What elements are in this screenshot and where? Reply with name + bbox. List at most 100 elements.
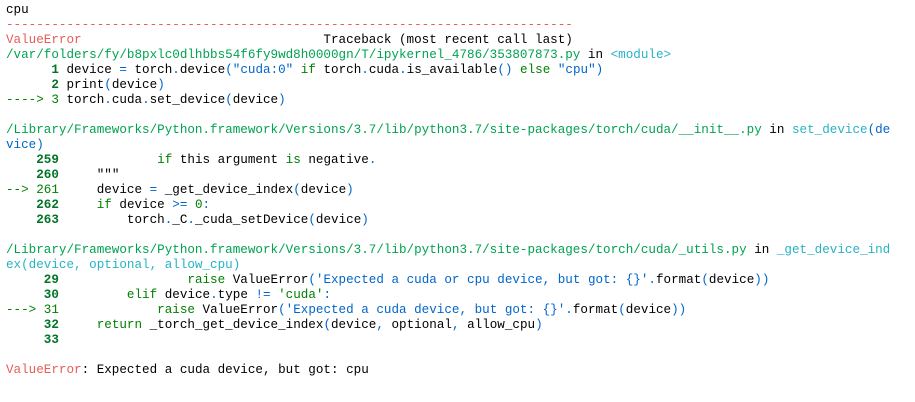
code-token: ValueError bbox=[6, 363, 82, 377]
traceback-line: 30 elif device.type != 'cuda': bbox=[6, 288, 890, 303]
code-token: negative bbox=[300, 153, 369, 167]
code-token: device bbox=[232, 93, 279, 107]
code-token: type bbox=[217, 288, 256, 302]
code-token: ( bbox=[701, 273, 709, 287]
code-token: this argument bbox=[172, 153, 286, 167]
code-token: ('Expected a cuda device, but got: {}'. bbox=[278, 303, 573, 317]
code-token: device bbox=[66, 183, 150, 197]
traceback-line: /var/folders/fy/b8pxlc0dlhbbs54f6fy9wd8h… bbox=[6, 48, 890, 63]
code-token: device bbox=[179, 63, 226, 77]
code-token: if bbox=[66, 153, 173, 167]
code-token: ---> 31 bbox=[6, 303, 67, 317]
traceback-line: ----------------------------------------… bbox=[6, 18, 890, 33]
code-token: device bbox=[331, 318, 377, 332]
code-token: cuda bbox=[368, 63, 400, 77]
code-token: . bbox=[187, 213, 195, 227]
code-token: ValueError bbox=[194, 303, 279, 317]
code-token: >= bbox=[172, 198, 188, 212]
code-token: )) bbox=[754, 273, 770, 287]
code-token: ( bbox=[293, 183, 301, 197]
code-token: vice) bbox=[6, 138, 44, 152]
code-token: : bbox=[202, 198, 211, 212]
traceback-line: 259 if this argument is negative. bbox=[6, 153, 890, 168]
traceback-line: --> 261 device = _get_device_index(devic… bbox=[6, 183, 890, 198]
code-token: ) bbox=[278, 93, 286, 107]
code-token: device bbox=[157, 288, 211, 302]
code-token: device bbox=[708, 273, 755, 287]
code-token: _C bbox=[172, 213, 188, 227]
code-token: 259 bbox=[6, 153, 67, 167]
code-token: . bbox=[368, 153, 377, 167]
traceback-line: ---> 31 raise ValueError('Expected a cud… bbox=[6, 303, 890, 318]
code-token: _get_device_ind bbox=[776, 243, 891, 257]
traceback-line: 32 return _torch_get_device_index(device… bbox=[6, 318, 890, 333]
traceback-line: /Library/Frameworks/Python.framework/Ver… bbox=[6, 123, 890, 138]
code-token: if bbox=[293, 63, 316, 77]
traceback-line: ex(device, optional, allow_cpu) bbox=[6, 258, 890, 273]
code-token: else bbox=[512, 63, 551, 77]
code-token: ValueError bbox=[6, 33, 82, 47]
code-token: . bbox=[361, 63, 369, 77]
code-token: "cpu") bbox=[550, 63, 604, 77]
code-token: return bbox=[66, 318, 143, 332]
code-token: ( bbox=[618, 303, 626, 317]
code-token: 'cuda' bbox=[270, 288, 324, 302]
code-token: _torch_get_device_index bbox=[142, 318, 324, 332]
code-token: : Expected a cuda device, but got: cpu bbox=[81, 363, 369, 377]
code-token: device bbox=[625, 303, 672, 317]
traceback-line: 263 torch._C._cuda_setDevice(device) bbox=[6, 213, 890, 228]
traceback-line: vice) bbox=[6, 138, 890, 153]
code-token: )) bbox=[671, 303, 687, 317]
code-token: = bbox=[119, 63, 127, 77]
traceback-line: 33 bbox=[6, 333, 890, 348]
code-token: optional bbox=[383, 318, 452, 332]
code-token: . bbox=[164, 213, 173, 227]
traceback-line bbox=[6, 228, 890, 243]
code-token: . bbox=[399, 63, 407, 77]
code-token: is bbox=[285, 153, 301, 167]
code-token: . bbox=[210, 288, 218, 302]
traceback-line: 1 device = torch.device("cuda:0" if torc… bbox=[6, 63, 890, 78]
code-token: 2 bbox=[6, 78, 67, 92]
code-token: device bbox=[300, 183, 347, 197]
code-token: torch bbox=[66, 213, 165, 227]
code-token: _cuda_setDevice bbox=[194, 213, 309, 227]
traceback-line: 262 if device >= 0: bbox=[6, 198, 890, 213]
traceback-line bbox=[6, 108, 890, 123]
code-token: . bbox=[142, 93, 150, 107]
code-token: in bbox=[761, 123, 792, 137]
code-token: set_device bbox=[791, 123, 868, 137]
code-token: () bbox=[497, 63, 513, 77]
code-token: device bbox=[111, 198, 173, 212]
code-token: /Library/Frameworks/Python.framework/Ver… bbox=[6, 243, 747, 257]
notebook-cell-output: cpu-------------------------------------… bbox=[6, 3, 890, 378]
code-token: , bbox=[451, 318, 460, 332]
code-token: "cuda:0" bbox=[232, 63, 294, 77]
code-token: ex(device, optional, allow_cpu) bbox=[6, 258, 241, 272]
code-token: ValueError bbox=[225, 273, 309, 287]
code-token: . bbox=[104, 93, 112, 107]
traceback-line: /Library/Frameworks/Python.framework/Ver… bbox=[6, 243, 890, 258]
code-token: Traceback (most recent call last) bbox=[81, 33, 573, 47]
code-token: in bbox=[746, 243, 777, 257]
code-token: != bbox=[255, 288, 271, 302]
traceback-line: 2 print(device) bbox=[6, 78, 890, 93]
code-token: torch bbox=[126, 63, 173, 77]
code-token: _get_device_index bbox=[157, 183, 294, 197]
code-token: : bbox=[323, 288, 332, 302]
code-token: format bbox=[655, 273, 702, 287]
code-token: ( bbox=[323, 318, 331, 332]
code-token: 260 bbox=[6, 168, 67, 182]
code-token: --> 261 bbox=[6, 183, 67, 197]
code-token: ( bbox=[104, 78, 112, 92]
code-token: 30 bbox=[6, 288, 67, 302]
code-token: ----> 3 bbox=[6, 93, 67, 107]
traceback-line: ValueError Traceback (most recent call l… bbox=[6, 33, 890, 48]
code-token: set_device bbox=[149, 93, 226, 107]
code-token: in bbox=[580, 48, 611, 62]
traceback-line: ValueError: Expected a cuda device, but … bbox=[6, 363, 890, 378]
code-token: ) bbox=[535, 318, 543, 332]
traceback-line: 29 raise ValueError('Expected a cuda or … bbox=[6, 273, 890, 288]
code-token: = bbox=[149, 183, 158, 197]
traceback-line bbox=[6, 348, 890, 363]
